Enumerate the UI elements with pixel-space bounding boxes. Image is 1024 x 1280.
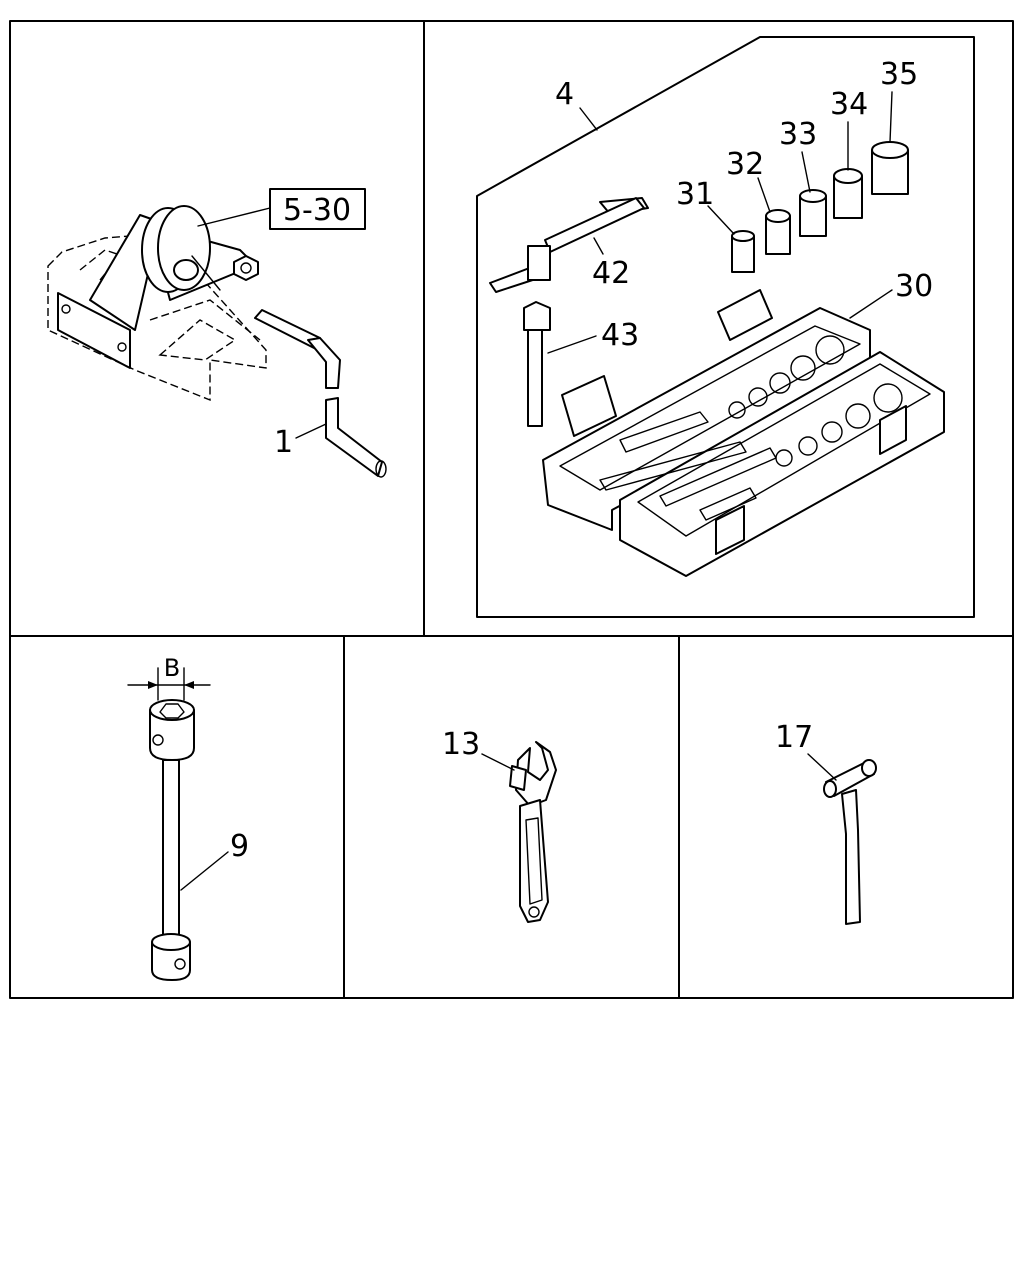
panel-winch: 5-30 1 — [47, 188, 387, 478]
callout-1: 1 — [274, 423, 327, 460]
tool-case-drawing — [542, 289, 945, 577]
dimension-b-label: B — [164, 654, 180, 682]
callout-13-label: 13 — [442, 727, 480, 762]
callout-32: 32 — [726, 147, 771, 213]
callout-42-label: 42 — [592, 256, 630, 291]
callout-9: 9 — [180, 829, 249, 891]
dimension-b: B — [127, 654, 211, 701]
wheel-nut-wrench-drawing — [149, 699, 195, 981]
callout-4-label: 4 — [555, 77, 574, 112]
panel-socket-set: 4 42 43 — [476, 36, 975, 618]
socket-33-drawing — [799, 189, 827, 237]
t-bar-handle-drawing — [489, 197, 649, 293]
callout-30: 30 — [849, 269, 933, 319]
socket-32-drawing — [765, 209, 791, 255]
callout-5-30-label: 5-30 — [283, 193, 351, 228]
socket-34-drawing — [833, 168, 863, 219]
panel-wheel-wrench: B 9 — [127, 654, 249, 981]
socket-31-drawing — [731, 230, 755, 273]
callout-17: 17 — [775, 720, 837, 781]
callout-42: 42 — [592, 237, 630, 291]
callout-5-30: 5-30 — [197, 188, 366, 230]
callout-35: 35 — [880, 57, 918, 143]
adjustable-wrench-drawing — [509, 741, 557, 923]
callout-30-label: 30 — [895, 269, 933, 304]
panel-adjustable-wrench: 13 — [442, 727, 557, 923]
callout-31: 31 — [676, 177, 735, 235]
callout-1-label: 1 — [274, 425, 293, 460]
callout-34-label: 34 — [830, 87, 868, 122]
callout-13: 13 — [442, 727, 515, 771]
callout-43: 43 — [547, 318, 639, 354]
extension-bar-drawing — [523, 301, 551, 427]
callout-34: 34 — [830, 87, 868, 171]
callout-9-label: 9 — [230, 829, 249, 864]
callout-33-label: 33 — [779, 117, 817, 152]
callout-33: 33 — [779, 117, 817, 193]
callout-17-label: 17 — [775, 720, 813, 755]
callout-35-label: 35 — [880, 57, 918, 92]
hammer-drawing — [823, 759, 877, 925]
callout-32-label: 32 — [726, 147, 764, 182]
panel-frames — [9, 20, 1014, 999]
panel-hammer: 17 — [775, 720, 877, 925]
winch-assembly-drawing — [47, 205, 387, 478]
socket-35-drawing — [871, 141, 909, 195]
callout-4: 4 — [555, 77, 598, 131]
callout-43-label: 43 — [601, 318, 639, 353]
socket-set-boundary — [476, 36, 975, 618]
